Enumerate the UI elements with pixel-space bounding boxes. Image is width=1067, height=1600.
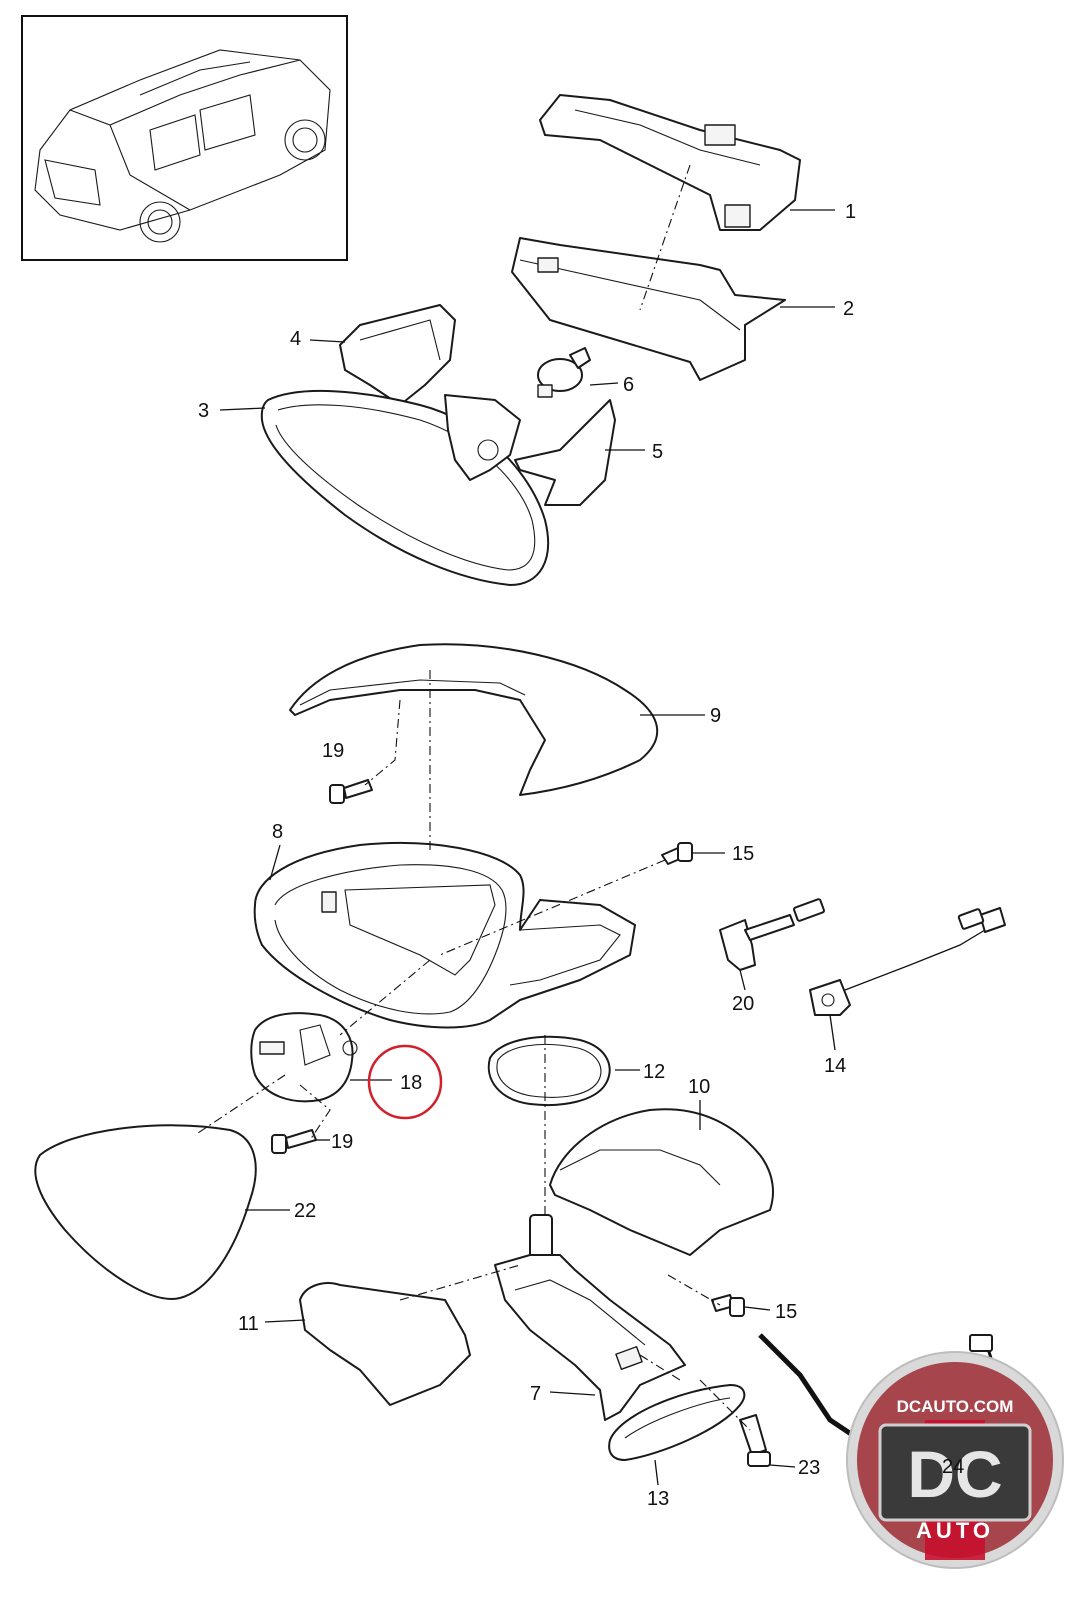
vehicle-thumbnail: [21, 15, 348, 261]
alignment-lines: [194, 164, 751, 1431]
part-22-mirror-glass: [34, 1124, 257, 1300]
dcauto-watermark-logo: DCAUTO.COM DC AUTO 24: [846, 1351, 1064, 1569]
highlight-circle-18: [367, 1044, 443, 1120]
part-23-screw: [739, 1414, 771, 1467]
part-19-screw-upper: [329, 779, 373, 804]
watermark-word: AUTO: [916, 1518, 994, 1543]
part-5-trim: [514, 399, 616, 506]
part-18-motor: [250, 1012, 358, 1103]
watermark-initials: DC: [907, 1437, 1002, 1511]
part-mount-center: [444, 394, 521, 481]
part-11-trim: [299, 1282, 471, 1406]
callout-23: 23: [798, 1457, 820, 1479]
callout-14: 14: [824, 1055, 846, 1077]
part-20-connector: [719, 898, 825, 971]
callout-3: 3: [198, 400, 209, 422]
part-2-housing: [511, 237, 786, 381]
part-9-cover: [289, 643, 659, 796]
callout-19b: 19: [331, 1131, 353, 1153]
callout-24: 24: [942, 1456, 964, 1478]
leader-lines: [219, 209, 941, 1486]
part-12-gasket: [487, 1035, 611, 1106]
part-7-mirror-base: [494, 1214, 686, 1421]
watermark-url: DCAUTO.COM: [897, 1397, 1014, 1416]
callout-4: 4: [290, 328, 301, 350]
callout-18: 18: [400, 1072, 422, 1094]
part-19-screw-lower: [271, 1129, 317, 1154]
callout-9: 9: [710, 705, 721, 727]
callout-5: 5: [652, 441, 663, 463]
part-15-screw-upper: [661, 842, 693, 865]
callout-10: 10: [688, 1076, 710, 1098]
part-1-bracket: [539, 94, 801, 231]
callout-8: 8: [272, 821, 283, 843]
callout-7: 7: [530, 1383, 541, 1405]
callout-6: 6: [623, 374, 634, 396]
callout-13: 13: [647, 1488, 669, 1510]
callout-19a: 19: [322, 740, 344, 762]
part-8-housing: [253, 842, 636, 1029]
callout-11: 11: [238, 1313, 259, 1335]
callout-15a: 15: [732, 843, 754, 865]
callout-20: 20: [732, 993, 754, 1015]
callout-22: 22: [294, 1200, 316, 1222]
callout-2: 2: [843, 298, 854, 320]
part-15-screw-lower: [711, 1294, 745, 1317]
callout-12: 12: [643, 1061, 665, 1083]
callout-15b: 15: [775, 1301, 797, 1323]
part-6-sensor: [537, 347, 591, 398]
part-14-camera: [809, 907, 1006, 1016]
part-10-lower-cover: [549, 1108, 774, 1256]
callout-labels: 1 2 3 4 5 6 7 8 9 10 11 12 13 14 15 15 1…: [198, 201, 856, 1510]
part-4-cover: [339, 304, 456, 406]
callout-1: 1: [845, 201, 856, 223]
